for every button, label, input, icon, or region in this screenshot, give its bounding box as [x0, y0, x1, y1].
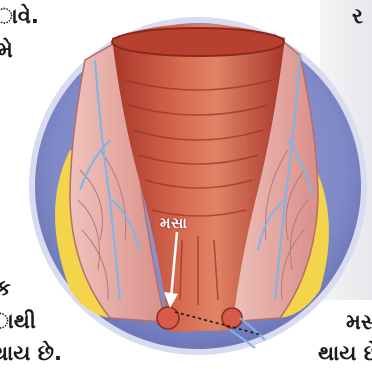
left-text-line: ાથી	[0, 311, 36, 332]
hemorrhoid-right	[222, 308, 242, 328]
canal-opening	[112, 28, 284, 56]
left-text-line: ાવે.	[0, 6, 39, 27]
right-text-line: થાય છે	[318, 343, 372, 364]
left-text-line: થાય છે.	[0, 343, 62, 364]
left-text-line: ક	[0, 278, 11, 299]
right-text-line: મસ	[346, 312, 372, 333]
left-text-line: મે	[0, 40, 13, 61]
right-text-line: ર	[352, 6, 363, 27]
hemorrhoid-left	[157, 307, 179, 329]
hemorrhoid-label: મસા	[160, 214, 187, 232]
